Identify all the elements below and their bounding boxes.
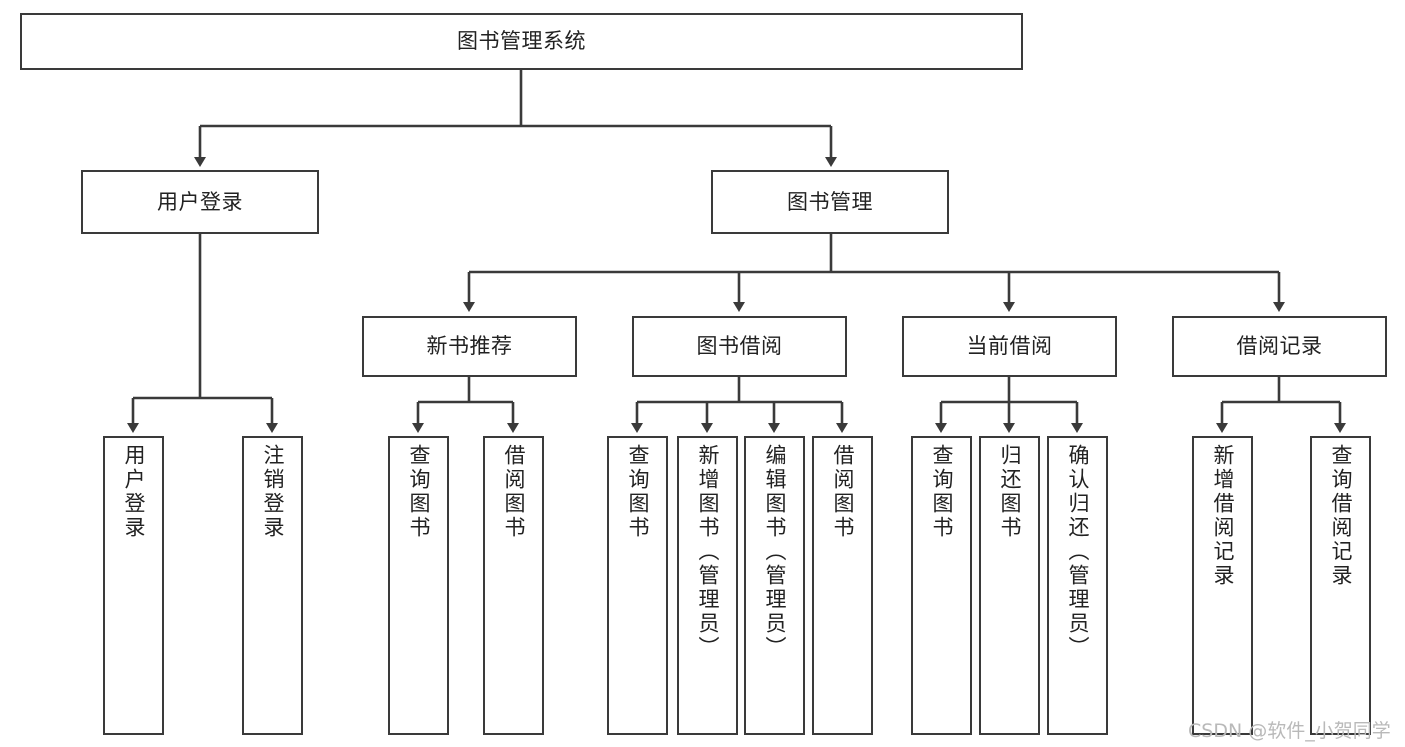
watermark-text: CSDN @软件_小贺同学 [1188, 720, 1391, 742]
node-label: 查询图书 [930, 444, 954, 540]
node-label: 确认归还（管理员） [1066, 444, 1090, 660]
node-label: 查询图书 [626, 444, 650, 540]
node-label: 注销登录 [261, 444, 285, 540]
node-leaf-edit-book-admin[interactable]: 编辑图书（管理员） [744, 436, 805, 735]
node-leaf-add-book-admin[interactable]: 新增图书（管理员） [677, 436, 738, 735]
node-label: 新书推荐 [426, 334, 513, 359]
node-label: 图书借阅 [696, 334, 783, 359]
node-leaf-logout-login[interactable]: 注销登录 [242, 436, 303, 735]
node-label: 新增图书（管理员） [696, 444, 720, 660]
node-borrow-record[interactable]: 借阅记录 [1172, 316, 1387, 377]
node-leaf-add-borrow-record[interactable]: 新增借阅记录 [1192, 436, 1253, 735]
node-leaf-query-book-borrow[interactable]: 查询图书 [607, 436, 668, 735]
node-label: 新增借阅记录 [1211, 444, 1235, 588]
node-label: 借阅图书 [831, 444, 855, 540]
node-leaf-query-borrow-record[interactable]: 查询借阅记录 [1310, 436, 1371, 735]
node-label: 当前借阅 [966, 334, 1053, 359]
node-leaf-query-book-recommend[interactable]: 查询图书 [388, 436, 449, 735]
node-leaf-return-book[interactable]: 归还图书 [979, 436, 1040, 735]
node-current-borrow[interactable]: 当前借阅 [902, 316, 1117, 377]
node-label: 查询图书 [407, 444, 431, 540]
node-label: 归还图书 [998, 444, 1022, 540]
node-label: 查询借阅记录 [1329, 444, 1353, 588]
node-leaf-borrow-book-borrow[interactable]: 借阅图书 [812, 436, 873, 735]
node-label: 图书管理系统 [457, 29, 586, 54]
node-label: 图书管理 [787, 189, 873, 214]
node-user-login[interactable]: 用户登录 [81, 170, 319, 234]
node-label: 借阅图书 [502, 444, 526, 540]
node-book-manage[interactable]: 图书管理 [711, 170, 949, 234]
node-label: 用户登录 [157, 189, 243, 214]
node-new-book-recommend[interactable]: 新书推荐 [362, 316, 577, 377]
node-label: 借阅记录 [1236, 334, 1323, 359]
node-label: 用户登录 [122, 444, 146, 540]
node-leaf-borrow-book-recommend[interactable]: 借阅图书 [483, 436, 544, 735]
node-book-borrow[interactable]: 图书借阅 [632, 316, 847, 377]
node-leaf-query-book-current[interactable]: 查询图书 [911, 436, 972, 735]
node-root-book-management-system[interactable]: 图书管理系统 [20, 13, 1023, 70]
node-leaf-confirm-return-admin[interactable]: 确认归还（管理员） [1047, 436, 1108, 735]
node-label: 编辑图书（管理员） [763, 444, 787, 660]
node-leaf-user-login[interactable]: 用户登录 [103, 436, 164, 735]
